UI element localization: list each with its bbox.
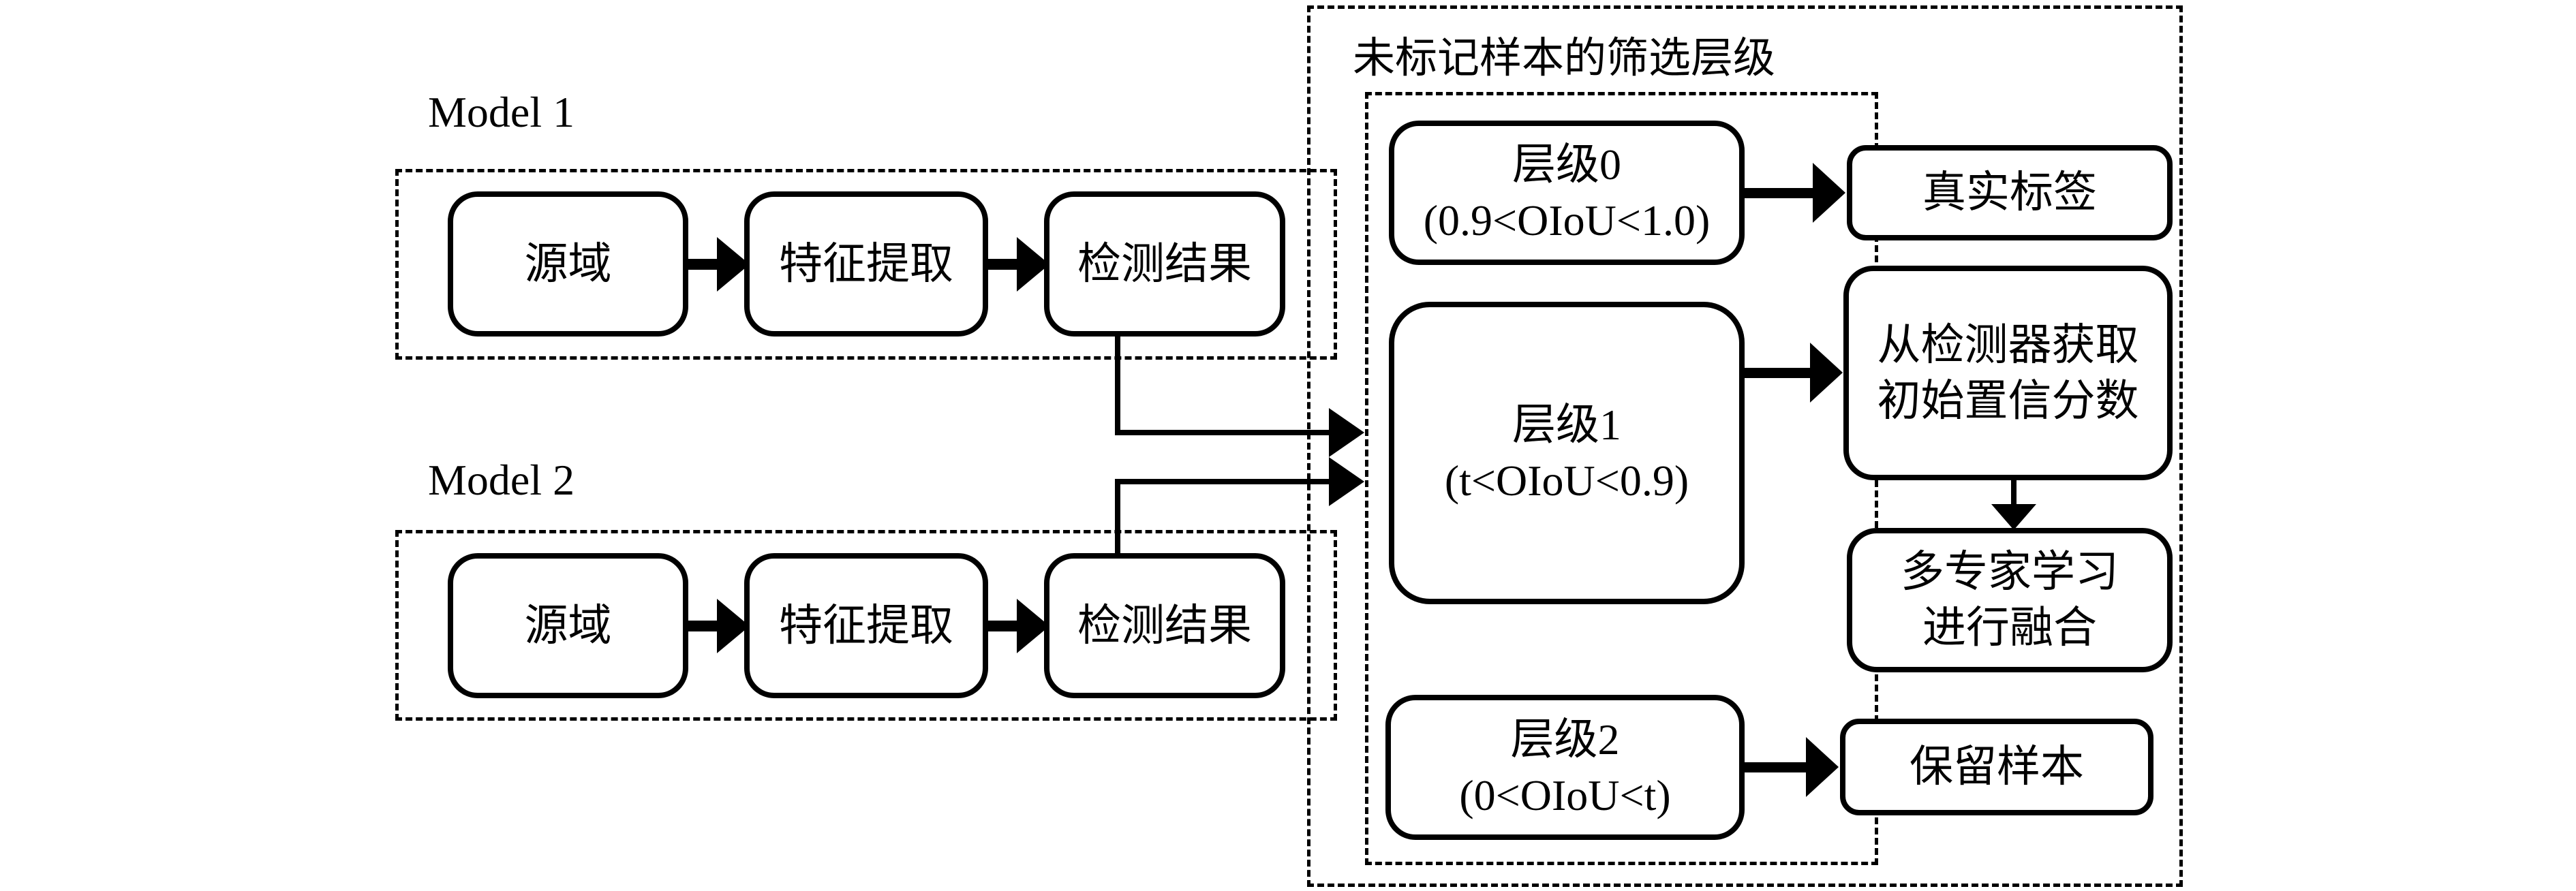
node-expert-fusion: 多专家学习 进行融合 xyxy=(1847,528,2173,672)
arrow-source-to-feature-2 xyxy=(688,621,718,631)
arrowhead-level0-to-ground-truth xyxy=(1813,163,1845,223)
node-initial-confidence-line2: 初始置信分数 xyxy=(1877,376,2139,425)
connector-model2-vertical xyxy=(1115,482,1120,553)
arrowhead-source-to-feature-2 xyxy=(717,599,750,653)
arrow-source-to-feature-1 xyxy=(688,259,718,270)
node-level2-name: 层级2 xyxy=(1510,715,1620,764)
node-source-domain-1: 源域 xyxy=(448,191,688,337)
node-level0-name: 层级0 xyxy=(1512,140,1621,189)
node-initial-confidence-line1: 从检测器获取 xyxy=(1877,320,2139,369)
arrowhead-confidence-to-fusion xyxy=(1991,504,2036,530)
model1-group-box xyxy=(395,169,1337,360)
arrow-feature-to-detection-1 xyxy=(988,259,1018,270)
panel-title: 未标记样本的筛选层级 xyxy=(1353,35,1776,82)
node-level0: 层级0 (0.9<OIoU<1.0) xyxy=(1389,121,1745,265)
node-ground-truth: 真实标签 xyxy=(1847,145,2173,240)
connector-model2-horizontal xyxy=(1115,479,1329,484)
arrowhead-feature-to-detection-2 xyxy=(1017,599,1049,653)
node-initial-confidence: 从检测器获取 初始置信分数 xyxy=(1843,266,2173,480)
node-detection-result-2-label: 检测结果 xyxy=(1077,601,1252,650)
node-level1-name: 层级1 xyxy=(1512,401,1621,450)
node-level0-range: (0.9<OIoU<1.0) xyxy=(1423,196,1711,245)
node-retained-samples-label: 保留样本 xyxy=(1910,742,2084,792)
arrowhead-model2-to-level1 xyxy=(1329,457,1364,506)
model2-label: Model 2 xyxy=(428,456,575,504)
arrow-level2-to-retained xyxy=(1745,762,1807,772)
node-retained-samples: 保留样本 xyxy=(1840,719,2153,815)
node-level1-range: (t<OIoU<0.9) xyxy=(1444,456,1689,505)
node-feature-extraction-1-label: 特征提取 xyxy=(779,239,953,288)
node-ground-truth-label: 真实标签 xyxy=(1922,168,2097,217)
arrowhead-level1-to-confidence xyxy=(1810,343,1843,403)
node-detection-result-1: 检测结果 xyxy=(1044,191,1285,337)
arrow-level0-to-ground-truth xyxy=(1743,188,1814,198)
node-level2: 层级2 (0<OIoU<t) xyxy=(1385,695,1745,840)
arrowhead-model1-to-level1 xyxy=(1329,408,1364,457)
node-expert-fusion-line2: 进行融合 xyxy=(1922,604,2097,652)
node-source-domain-2: 源域 xyxy=(448,553,688,698)
node-feature-extraction-2-label: 特征提取 xyxy=(779,601,953,650)
node-detection-result-2: 检测结果 xyxy=(1044,553,1285,698)
node-source-domain-2-label: 源域 xyxy=(524,601,612,650)
node-level1: 层级1 (t<OIoU<0.9) xyxy=(1389,302,1745,604)
node-expert-fusion-line1: 多专家学习 xyxy=(1901,548,2119,597)
arrowhead-level2-to-retained xyxy=(1806,737,1839,797)
model1-label: Model 1 xyxy=(428,88,575,136)
arrow-feature-to-detection-2 xyxy=(988,621,1018,631)
arrow-level1-to-confidence xyxy=(1745,368,1811,378)
node-detection-result-1-label: 检测结果 xyxy=(1077,239,1252,288)
arrow-confidence-to-fusion xyxy=(2011,480,2017,505)
model2-group-box xyxy=(395,530,1337,721)
node-feature-extraction-2: 特征提取 xyxy=(744,553,988,698)
arrowhead-source-to-feature-1 xyxy=(717,237,750,292)
arrowhead-feature-to-detection-1 xyxy=(1017,237,1049,292)
connector-model1-vertical xyxy=(1115,337,1120,435)
panel-outer-box xyxy=(1307,5,2183,887)
node-source-domain-1-label: 源域 xyxy=(524,239,612,288)
connector-model1-horizontal xyxy=(1115,430,1329,435)
node-level2-range: (0<OIoU<t) xyxy=(1459,770,1671,819)
node-feature-extraction-1: 特征提取 xyxy=(744,191,988,337)
